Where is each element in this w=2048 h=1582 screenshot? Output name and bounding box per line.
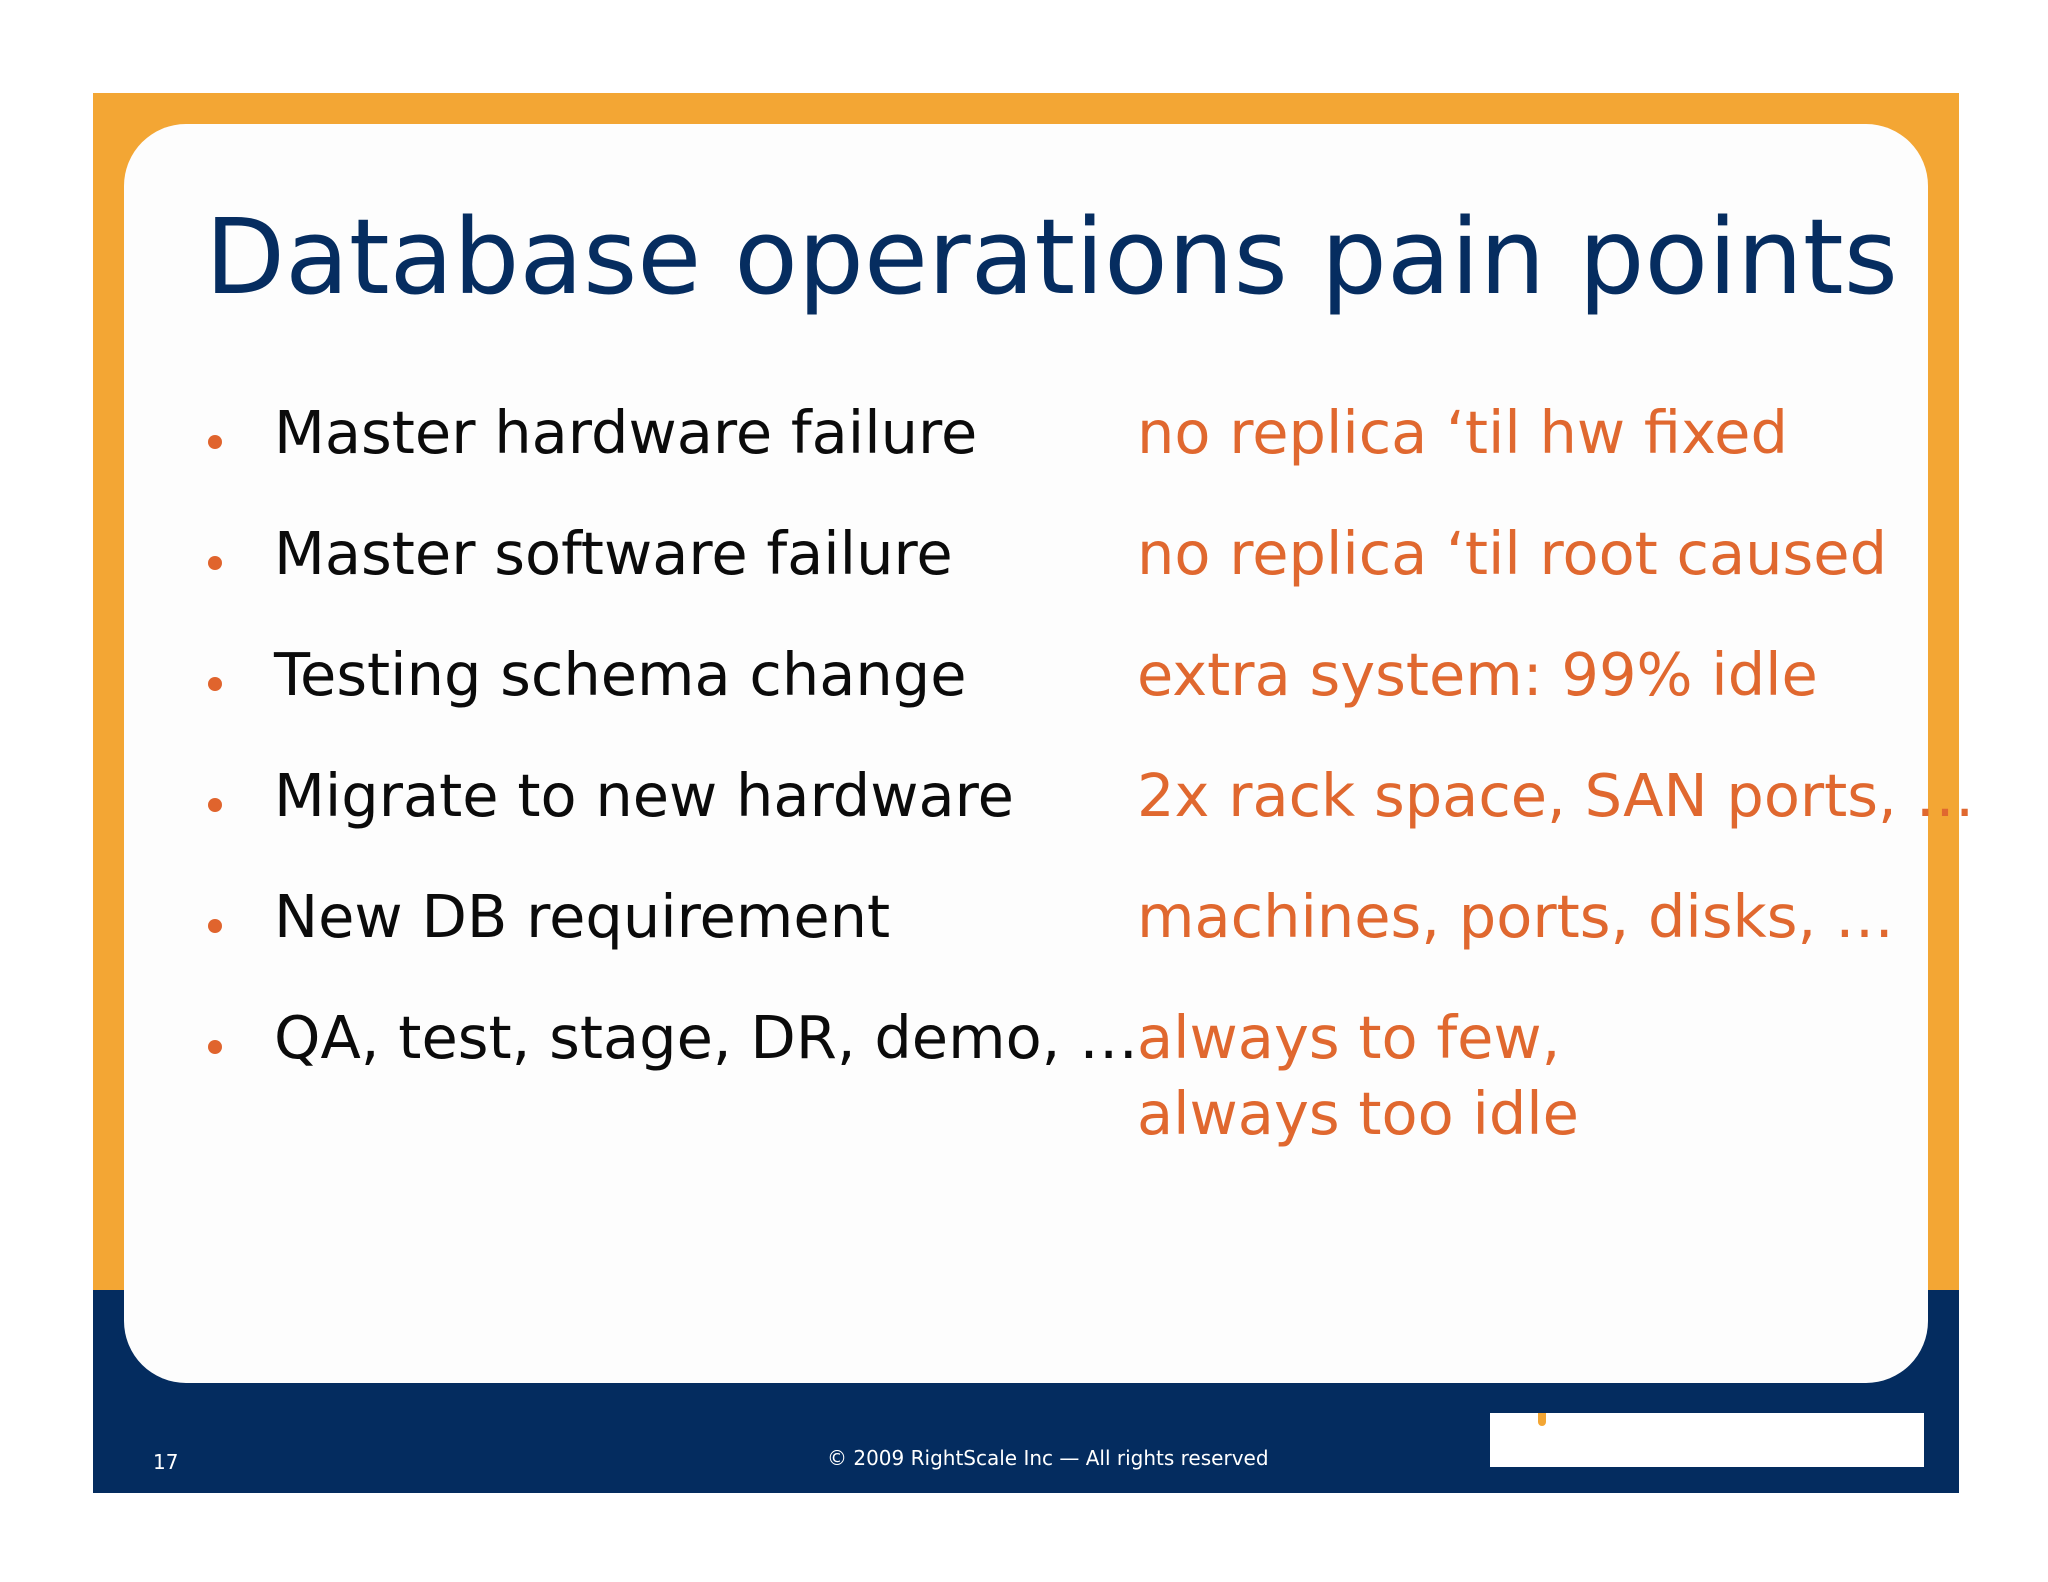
bullet-item: Testing schema change extra system: 99% … xyxy=(200,637,1920,758)
bullet-dot-icon xyxy=(208,798,222,812)
pain-point-label: QA, test, stage, DR, demo, … xyxy=(274,1003,1139,1072)
pain-point-consequence: no replica ‘til hw fixed xyxy=(1137,395,1788,471)
pain-point-label: Migrate to new hardware xyxy=(274,761,1014,830)
bullet-dot-icon xyxy=(208,1040,222,1054)
pain-point-consequence: machines, ports, disks, … xyxy=(1137,879,1894,955)
consequence-line: no replica ‘til hw fixed xyxy=(1137,398,1788,467)
pain-point-label: Testing schema change xyxy=(274,640,967,709)
pain-point-label: Master hardware failure xyxy=(274,398,978,467)
bullet-item: Master software failure no replica ‘til … xyxy=(200,516,1920,637)
slide-card xyxy=(124,124,1928,1383)
pain-point-label: Master software failure xyxy=(274,519,953,588)
slide-title: Database operations pain points xyxy=(205,196,1898,318)
bullet-item: Migrate to new hardware 2x rack space, S… xyxy=(200,758,1975,879)
copyright-notice: © 2009 RightScale Inc — All rights reser… xyxy=(827,1446,1269,1470)
pain-point-consequence: no replica ‘til root caused xyxy=(1137,516,1887,592)
bullet-dot-icon xyxy=(208,556,222,570)
bullet-dot-icon xyxy=(208,435,222,449)
bullet-item: New DB requirement machines, ports, disk… xyxy=(200,879,1920,1000)
bullet-list: Master hardware failure no replica ‘til … xyxy=(200,395,1975,1148)
consequence-line: always too idle xyxy=(1137,1079,1579,1148)
pain-point-consequence: 2x rack space, SAN ports, … xyxy=(1137,758,1975,834)
consequence-line: always to few, xyxy=(1137,1003,1561,1072)
bullet-item: QA, test, stage, DR, demo, … always to f… xyxy=(200,1000,1920,1148)
bullet-dot-icon xyxy=(208,677,222,691)
consequence-line: no replica ‘til root caused xyxy=(1137,519,1888,588)
consequence-line: extra system: 99% idle xyxy=(1137,640,1818,709)
logo-box xyxy=(1490,1413,1924,1467)
bullet-item: Master hardware failure no replica ‘til … xyxy=(200,395,1920,516)
page-number: 17 xyxy=(153,1450,179,1474)
bullet-dot-icon xyxy=(208,919,222,933)
pain-point-consequence: always to few, always too idle xyxy=(1137,1000,1579,1152)
pain-point-consequence: extra system: 99% idle xyxy=(1137,637,1818,713)
logo-mark-icon xyxy=(1538,1413,1546,1426)
pain-point-label: New DB requirement xyxy=(274,882,891,951)
consequence-line: machines, ports, disks, … xyxy=(1137,882,1894,951)
consequence-line: 2x rack space, SAN ports, … xyxy=(1137,761,1975,830)
